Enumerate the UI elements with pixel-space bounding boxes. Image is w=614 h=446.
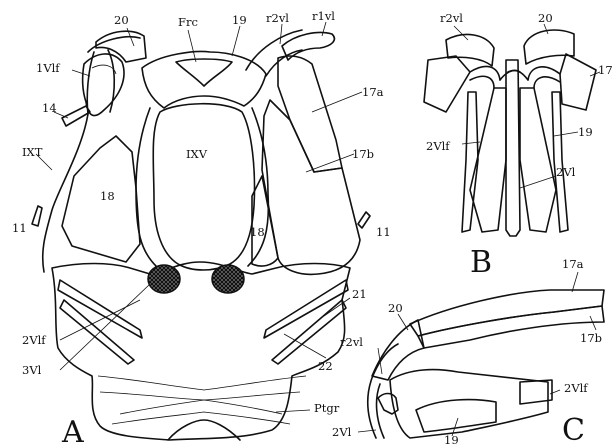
muscle-19 [142, 52, 266, 108]
label-r2vl-a: r2vl [266, 11, 289, 25]
muscle-18-right [252, 176, 278, 266]
muscle-17a [278, 56, 342, 172]
label-ixt: IXT [22, 145, 43, 159]
leader-lines-c [358, 272, 596, 436]
muscle-17b-c [418, 306, 604, 348]
label-17-b: 17 [598, 63, 613, 77]
panel-b: r2vl 20 17 19 2Vlf 2Vl B [424, 11, 613, 280]
muscle-19-b-left [470, 88, 506, 232]
label-14: 14 [42, 101, 57, 115]
label-18-left: 18 [100, 189, 115, 203]
label-2vl-c: 2Vl [332, 425, 352, 439]
panel-letter-b: B [470, 245, 492, 280]
ventral-plate [52, 262, 350, 440]
panel-letter-a: A [61, 415, 84, 446]
label-r1vl-a: r1vl [312, 9, 335, 23]
left-apodeme [58, 280, 142, 338]
label-1vlf: 1Vlf [36, 61, 60, 75]
label-11-right: 11 [376, 225, 391, 239]
label-11-left: 11 [12, 221, 27, 235]
muscle-20-left [96, 31, 146, 62]
muscle-20-b-right [524, 30, 574, 64]
ramus-r2vl-right [246, 30, 302, 70]
label-17b-c: 17b [580, 331, 602, 345]
muscle-11-right [358, 212, 370, 228]
panel-a: 20 Frc 19 r2vl r1vl 1Vlf 14 IXT IXV 17a … [12, 9, 391, 446]
valvifer-b-right [552, 92, 568, 232]
label-frc: Frc [178, 15, 198, 29]
label-22: 22 [318, 359, 333, 373]
label-19-c: 19 [444, 433, 459, 446]
label-2vlf-b: 2Vlf [426, 139, 450, 153]
label-17b-a: 17b [352, 147, 374, 161]
label-2vlf-c: 2Vlf [564, 381, 588, 395]
panel-letter-c: C [562, 413, 585, 446]
label-r2vl-b: r2vl [440, 11, 463, 25]
spiracle-left [148, 265, 180, 293]
label-21: 21 [352, 287, 367, 301]
label-2vl-b: 2Vl [556, 165, 576, 179]
label-r2vl-c: r2vl [340, 335, 363, 349]
muscle-19-b-right [520, 88, 556, 232]
ixv-body [153, 104, 254, 270]
muscle-11-left [32, 206, 42, 226]
ptgr-fold [120, 400, 282, 414]
muscle-20-b-left [446, 34, 494, 66]
muscle-17-b-left [424, 56, 470, 112]
spiracle-right [212, 265, 244, 293]
muscle-17-b-right [560, 54, 596, 110]
label-2vlf-a: 2Vlf [22, 333, 46, 347]
label-17a-c: 17a [562, 257, 584, 271]
valvifer-1-left [83, 54, 124, 116]
label-3vl: 3Vl [22, 363, 42, 377]
muscle-17a-c [410, 290, 604, 336]
label-ptgr: Ptgr [314, 401, 340, 415]
label-20-a: 20 [114, 13, 129, 27]
label-18-right: 18 [250, 225, 265, 239]
label-19-b: 19 [578, 125, 593, 139]
label-20-c: 20 [388, 301, 403, 315]
label-20-b: 20 [538, 11, 553, 25]
valvula-2-b [506, 60, 520, 236]
label-17a-a: 17a [362, 85, 384, 99]
frc-plate [176, 59, 232, 86]
panel-c: 17a 17b 20 r2vl 2Vlf 2Vl 19 C [332, 257, 604, 446]
label-19-a: 19 [232, 13, 247, 27]
ramus-r2vl-c [368, 344, 398, 438]
label-ixv: IXV [186, 147, 208, 161]
right-apodeme [264, 280, 348, 338]
